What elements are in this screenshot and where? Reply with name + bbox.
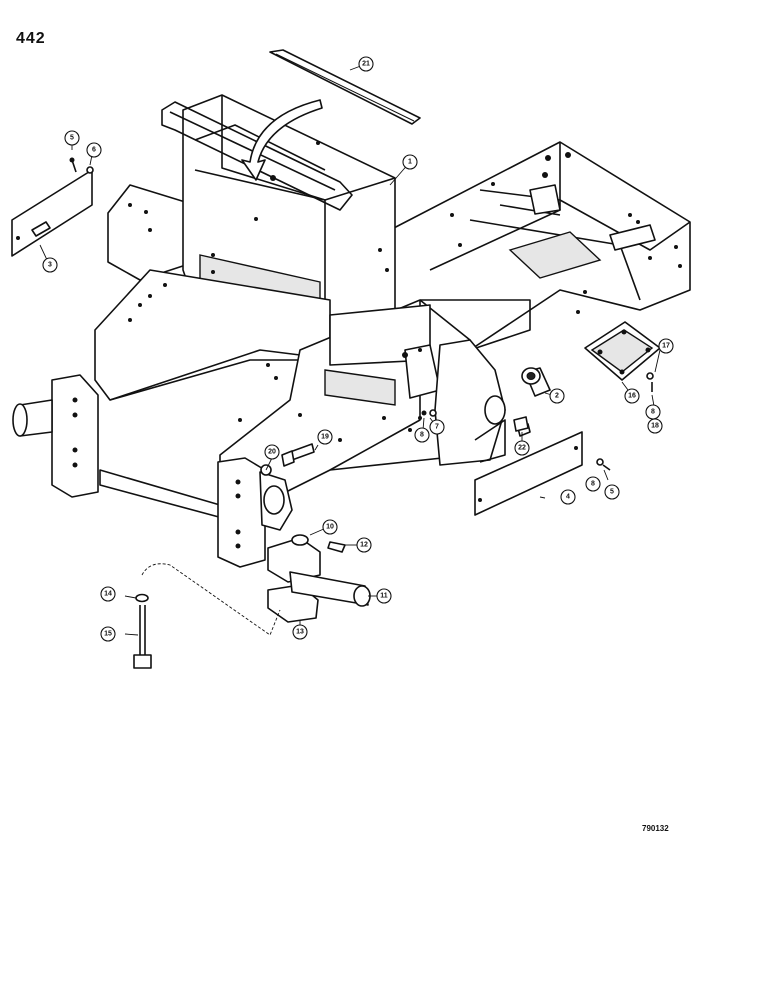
- callout-label: 4: [566, 494, 570, 501]
- callout-4: 4: [560, 489, 576, 505]
- callout-label: 18: [651, 423, 659, 430]
- callout-label: 19: [321, 434, 329, 441]
- callout-14: 14: [100, 586, 116, 602]
- pivot-housing: [259, 471, 293, 531]
- page-number: 442: [16, 30, 46, 47]
- callout-13: 13: [292, 624, 308, 640]
- left-side-plate: [94, 269, 331, 401]
- callout-16: 16: [624, 388, 640, 404]
- callout-1: 1: [402, 154, 418, 170]
- callout-label: 8: [591, 481, 595, 488]
- part-3-cover-plate: [11, 169, 93, 257]
- part-19-bolt: [260, 443, 315, 476]
- callout-label: 15: [104, 631, 112, 638]
- callout-label: 5: [610, 489, 614, 496]
- callout-19: 19: [317, 429, 333, 445]
- callout-5-right: 5: [604, 484, 620, 500]
- callout-2: 2: [549, 388, 565, 404]
- callout-label: 13: [296, 629, 304, 636]
- callout-15: 15: [100, 626, 116, 642]
- callout-label: 6: [92, 147, 96, 154]
- callout-3: 3: [42, 257, 58, 273]
- pivot-caps-and-pin: [267, 534, 371, 623]
- callout-label: 1: [408, 159, 412, 166]
- callout-7: 7: [429, 419, 445, 435]
- callout-label: 2: [555, 393, 559, 400]
- callout-label: 8: [651, 409, 655, 416]
- callout-label: 5: [70, 135, 74, 142]
- callout-20: 20: [264, 444, 280, 460]
- assembly-arrow: [241, 99, 323, 181]
- callout-label: 8: [420, 432, 424, 439]
- callout-5-top: 5: [64, 130, 80, 146]
- callout-label: 10: [326, 524, 334, 531]
- callout-12: 12: [356, 537, 372, 553]
- part-4-cover-plate: [474, 431, 583, 516]
- callout-21: 21: [358, 56, 374, 72]
- callout-label: 3: [48, 262, 52, 269]
- callout-8-center: 8: [414, 427, 430, 443]
- figure-code: 790132: [642, 824, 669, 833]
- callout-10: 10: [322, 519, 338, 535]
- callout-18: 18: [647, 418, 663, 434]
- small-bolts: [69, 157, 654, 471]
- rear-frame-extension: [389, 141, 691, 351]
- callout-11: 11: [376, 588, 392, 604]
- callout-6: 6: [86, 142, 102, 158]
- part-15-long-bolt: [133, 563, 281, 669]
- part-22-bolt: [513, 416, 529, 432]
- part-2-bushing: [521, 367, 551, 397]
- callout-8-right: 8: [585, 476, 601, 492]
- part-21-strip: [269, 49, 421, 125]
- callout-17: 17: [658, 338, 674, 354]
- left-front-mount-plate: [51, 374, 99, 498]
- callout-label: 7: [435, 424, 439, 431]
- callout-label: 20: [268, 449, 276, 456]
- callout-label: 22: [518, 445, 526, 452]
- callout-label: 12: [360, 542, 368, 549]
- callout-22: 22: [514, 440, 530, 456]
- callout-label: 21: [362, 61, 370, 68]
- left-stub-shaft: [12, 399, 53, 437]
- callout-label: 17: [662, 343, 670, 350]
- callout-label: 16: [628, 393, 636, 400]
- right-side-plate: [219, 299, 471, 501]
- left-cross-channel: [107, 184, 196, 281]
- callout-label: 11: [380, 593, 388, 600]
- rear-frame-holes: [450, 152, 682, 314]
- right-front-mount-plate: [217, 457, 266, 568]
- callout-label: 14: [104, 591, 112, 598]
- part-16-pad: [584, 321, 661, 381]
- callout-8-pad: 8: [645, 404, 661, 420]
- rear-pivot-lug: [434, 339, 506, 466]
